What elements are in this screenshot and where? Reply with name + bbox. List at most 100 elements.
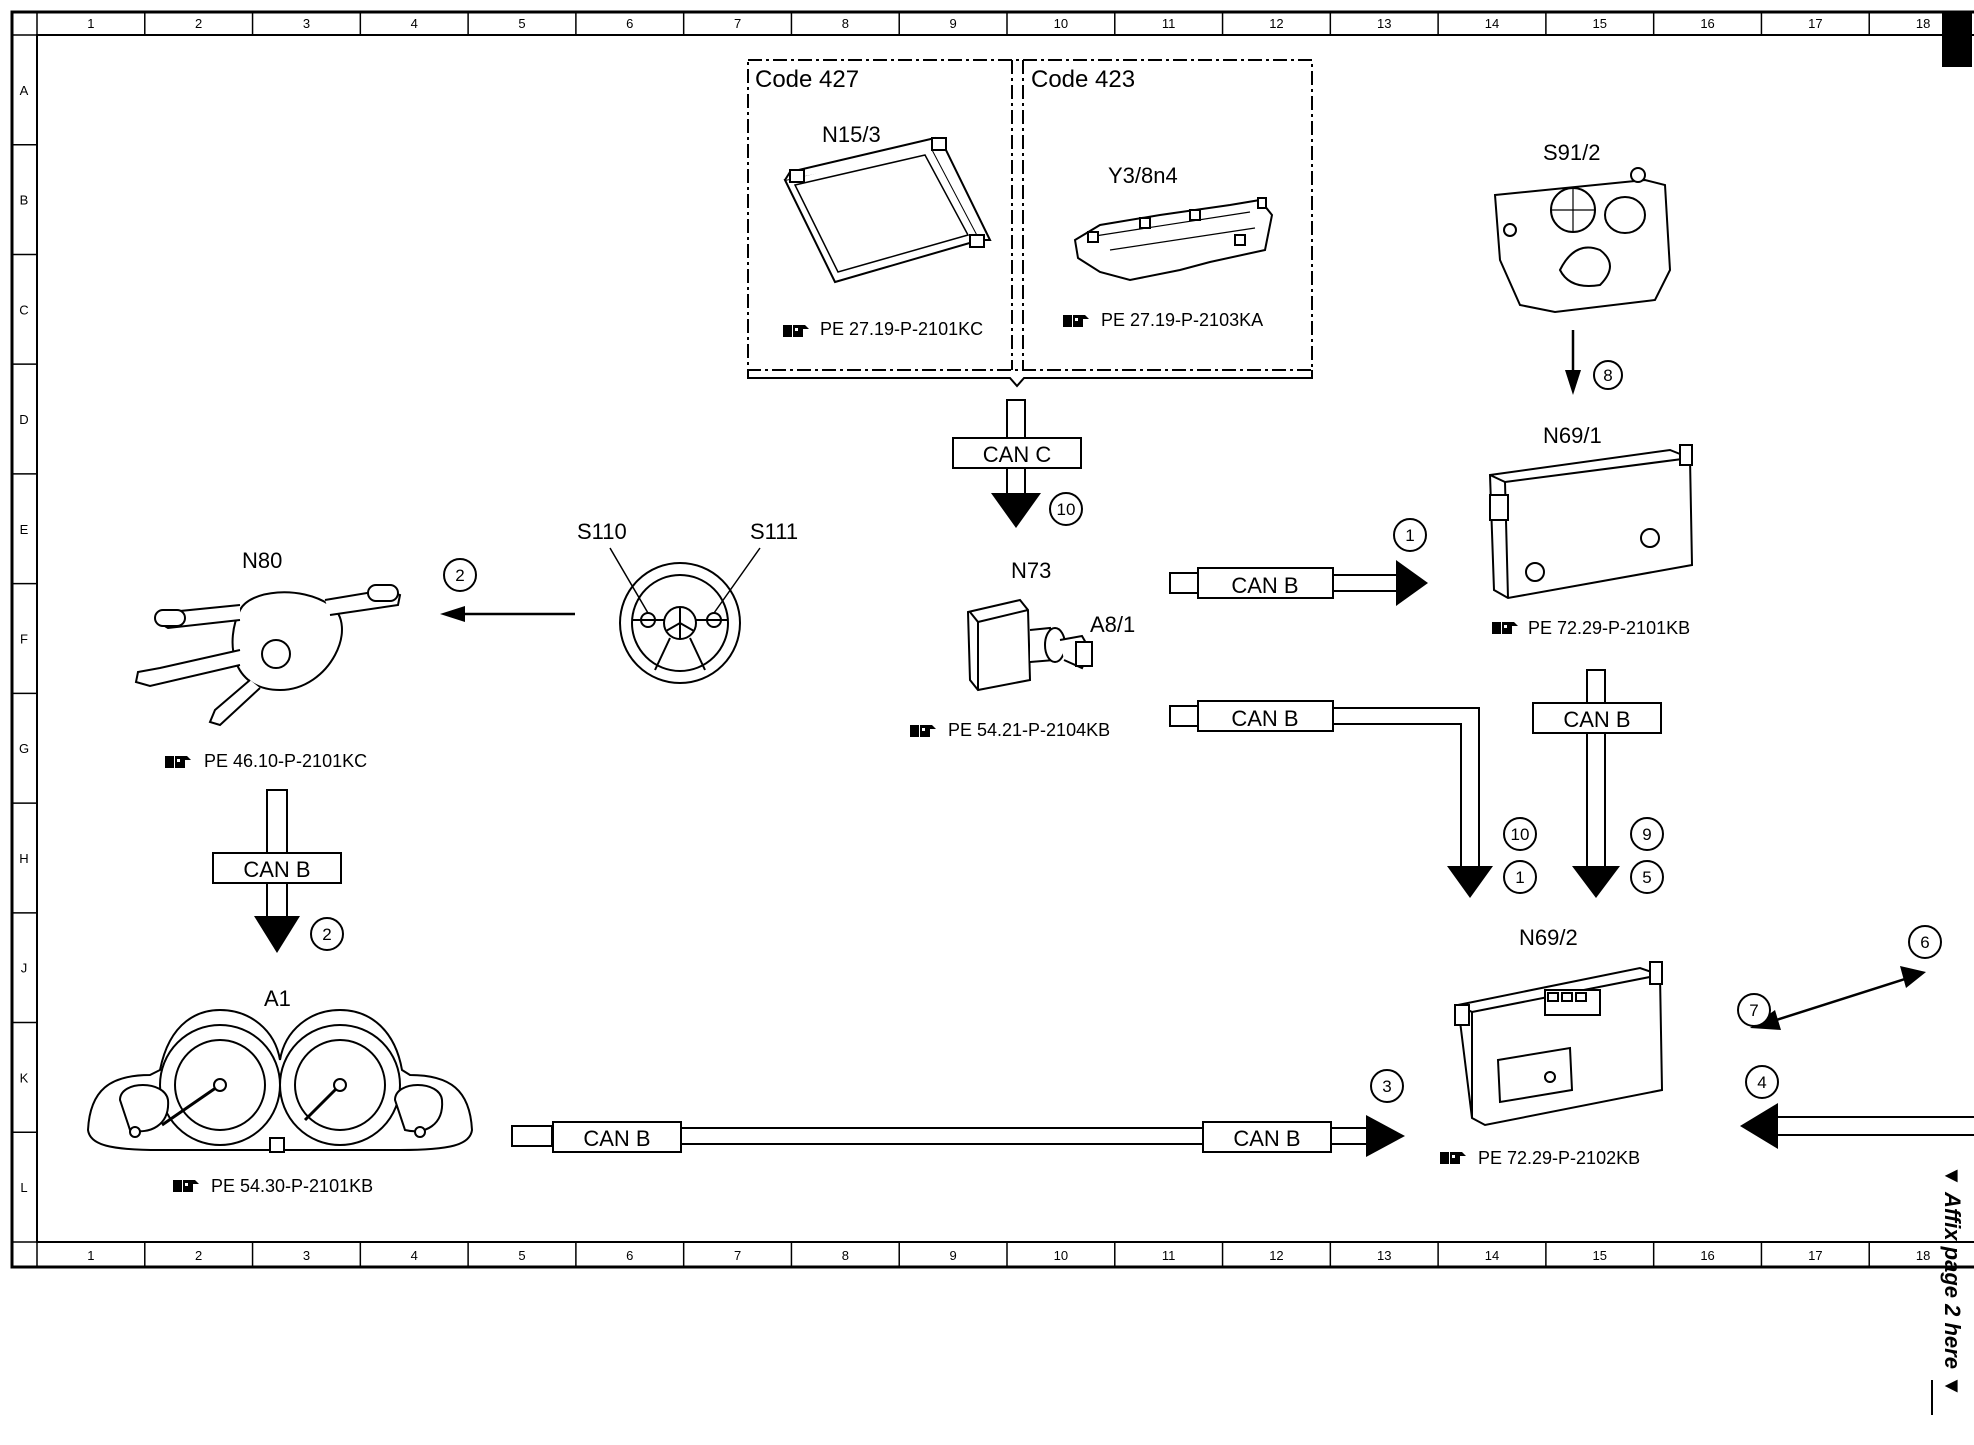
- grid-column-label: 12: [1269, 1248, 1283, 1263]
- grid-column-label: 16: [1700, 1248, 1714, 1263]
- grid-column-label: 8: [842, 1248, 849, 1263]
- signal-marker: [1049, 492, 1083, 526]
- signal-10-top: 10: [1057, 500, 1076, 519]
- signal-marker: [1370, 1069, 1404, 1103]
- signal-marker: [1737, 993, 1771, 1027]
- code-427-label: Code 427: [755, 66, 859, 93]
- grid-row-label: G: [19, 741, 29, 756]
- door-module-image: [1488, 444, 1694, 600]
- grid-column-label: 11: [1162, 16, 1176, 31]
- y3-8n4-label: Y3/8n4: [1108, 163, 1178, 188]
- signal-marker: [1908, 925, 1942, 959]
- signal-9: 9: [1642, 825, 1651, 844]
- n15-3-component[interactable]: Code 427 N15/3 PE 27.19-P-2101KC: [755, 66, 992, 339]
- signal-3: 3: [1382, 1077, 1391, 1096]
- signal-6: 6: [1920, 933, 1929, 952]
- signal-marker: [1393, 518, 1427, 552]
- grid-column-label: 10: [1054, 1248, 1068, 1263]
- reference-icon: [173, 1180, 199, 1192]
- can-b-n69-1-to-n69-2: CAN B: [1532, 669, 1662, 898]
- a1-ref[interactable]: PE 54.30-P-2101KB: [211, 1176, 373, 1196]
- grid-column-label: 5: [518, 16, 525, 31]
- grid-column-label: 6: [626, 1248, 633, 1263]
- can-b-label: CAN B: [1231, 573, 1298, 598]
- can-b-label: CAN B: [1233, 1126, 1300, 1151]
- signal-8: 8: [1603, 366, 1612, 385]
- grid-column-label: 17: [1808, 16, 1822, 31]
- steering-wheel-image: [609, 547, 761, 684]
- grid-row-label: K: [20, 1070, 29, 1085]
- a1-label: A1: [264, 986, 291, 1011]
- reference-icon: [783, 325, 809, 337]
- grid-column-label: 13: [1377, 1248, 1391, 1263]
- option-group: [747, 59, 1313, 388]
- grid-column-label: 1: [87, 16, 94, 31]
- reference-icon: [1063, 315, 1089, 327]
- grid-column-label: 4: [411, 16, 418, 31]
- arrow-wheel-to-n80: [440, 606, 575, 622]
- grid-row-label: E: [20, 522, 29, 537]
- reference-icon: [1492, 622, 1518, 634]
- grid-row-label: H: [19, 851, 28, 866]
- signal-1-top: 1: [1405, 526, 1414, 545]
- can-b-n80-to-a1: CAN B: [212, 789, 342, 953]
- can-c-label: CAN C: [983, 442, 1052, 467]
- grid-column-label: 7: [734, 16, 741, 31]
- code-423-label: Code 423: [1031, 66, 1135, 93]
- n69-1-label: N69/1: [1543, 423, 1602, 448]
- n73-ref[interactable]: PE 54.21-P-2104KB: [948, 720, 1110, 740]
- y3-8n4-ref[interactable]: PE 27.19-P-2103KA: [1101, 310, 1263, 330]
- n69-1-component[interactable]: N69/1 PE 72.29-P-2101KB: [1488, 423, 1694, 638]
- affix-note: ▼ Affix page 2 here ▼: [1940, 1165, 1965, 1397]
- rear-door-module-image: [1454, 961, 1664, 1127]
- s91-2-label: S91/2: [1543, 140, 1601, 165]
- grid-column-label: 2: [195, 1248, 202, 1263]
- n80-label: N80: [242, 548, 282, 573]
- a1-component[interactable]: A1 PE 54.30-P-2101KB: [86, 986, 474, 1196]
- steering-wheel-component[interactable]: S110 S111: [577, 519, 798, 684]
- signal-4: 4: [1757, 1073, 1766, 1092]
- s91-2-component[interactable]: S91/2: [1493, 140, 1672, 314]
- can-b-label: CAN B: [1563, 707, 1630, 732]
- n69-2-component[interactable]: N69/2 PE 72.29-P-2102KB: [1440, 925, 1664, 1168]
- reference-icon: [165, 756, 191, 768]
- y3-8n4-component[interactable]: Code 423 Y3/8n4 PE 27.19-P-2103KA: [1031, 66, 1274, 330]
- n73-component[interactable]: N73 A8/1 PE 54.21-P-2104KB: [910, 558, 1135, 740]
- n80-component[interactable]: N80 PE 46.10-P-2101KC: [134, 548, 402, 771]
- n80-ref[interactable]: PE 46.10-P-2101KC: [204, 751, 367, 771]
- n15-3-label: N15/3: [822, 122, 881, 147]
- grid-column-label: 10: [1054, 16, 1068, 31]
- grid-column-label: 14: [1485, 1248, 1499, 1263]
- n69-2-label: N69/2: [1519, 925, 1578, 950]
- grid-row-label: F: [20, 632, 28, 647]
- grid-row-label: C: [19, 302, 28, 317]
- grid-column-label: 18: [1916, 16, 1930, 31]
- signal-5: 5: [1642, 868, 1651, 887]
- grid-column-label: 16: [1700, 16, 1714, 31]
- can-b-a1-to-n69-2: CAN B CAN B: [511, 1115, 1405, 1157]
- ignition-switch-image: [966, 598, 1093, 692]
- signal-marker: [1503, 817, 1537, 851]
- can-c-bus: CAN C: [952, 399, 1082, 528]
- n73-label: N73: [1011, 558, 1051, 583]
- n69-2-ref[interactable]: PE 72.29-P-2102KB: [1478, 1148, 1640, 1168]
- external-input-arrow: [1740, 1103, 1974, 1149]
- grid-column-label: 18: [1916, 1248, 1930, 1263]
- grid-row-label: D: [19, 412, 28, 427]
- can-b-label: CAN B: [583, 1126, 650, 1151]
- seat-switch-image: [1493, 167, 1672, 314]
- reference-icon: [1440, 1152, 1466, 1164]
- can-b-label: CAN B: [1231, 706, 1298, 731]
- grid-column-label: 15: [1593, 16, 1607, 31]
- grid-column-label: 2: [195, 16, 202, 31]
- signal-marker: [443, 558, 477, 592]
- signal-2-top: 2: [455, 566, 464, 585]
- grid-column-label: 3: [303, 16, 310, 31]
- grid-column-label: 9: [949, 16, 956, 31]
- n15-3-ref[interactable]: PE 27.19-P-2101KC: [820, 319, 983, 339]
- signal-1-mid: 1: [1515, 868, 1524, 887]
- n69-1-ref[interactable]: PE 72.29-P-2101KB: [1528, 618, 1690, 638]
- grid-column-label: 4: [411, 1248, 418, 1263]
- signal-10-mid: 10: [1511, 825, 1530, 844]
- grid-row-label: B: [20, 193, 29, 208]
